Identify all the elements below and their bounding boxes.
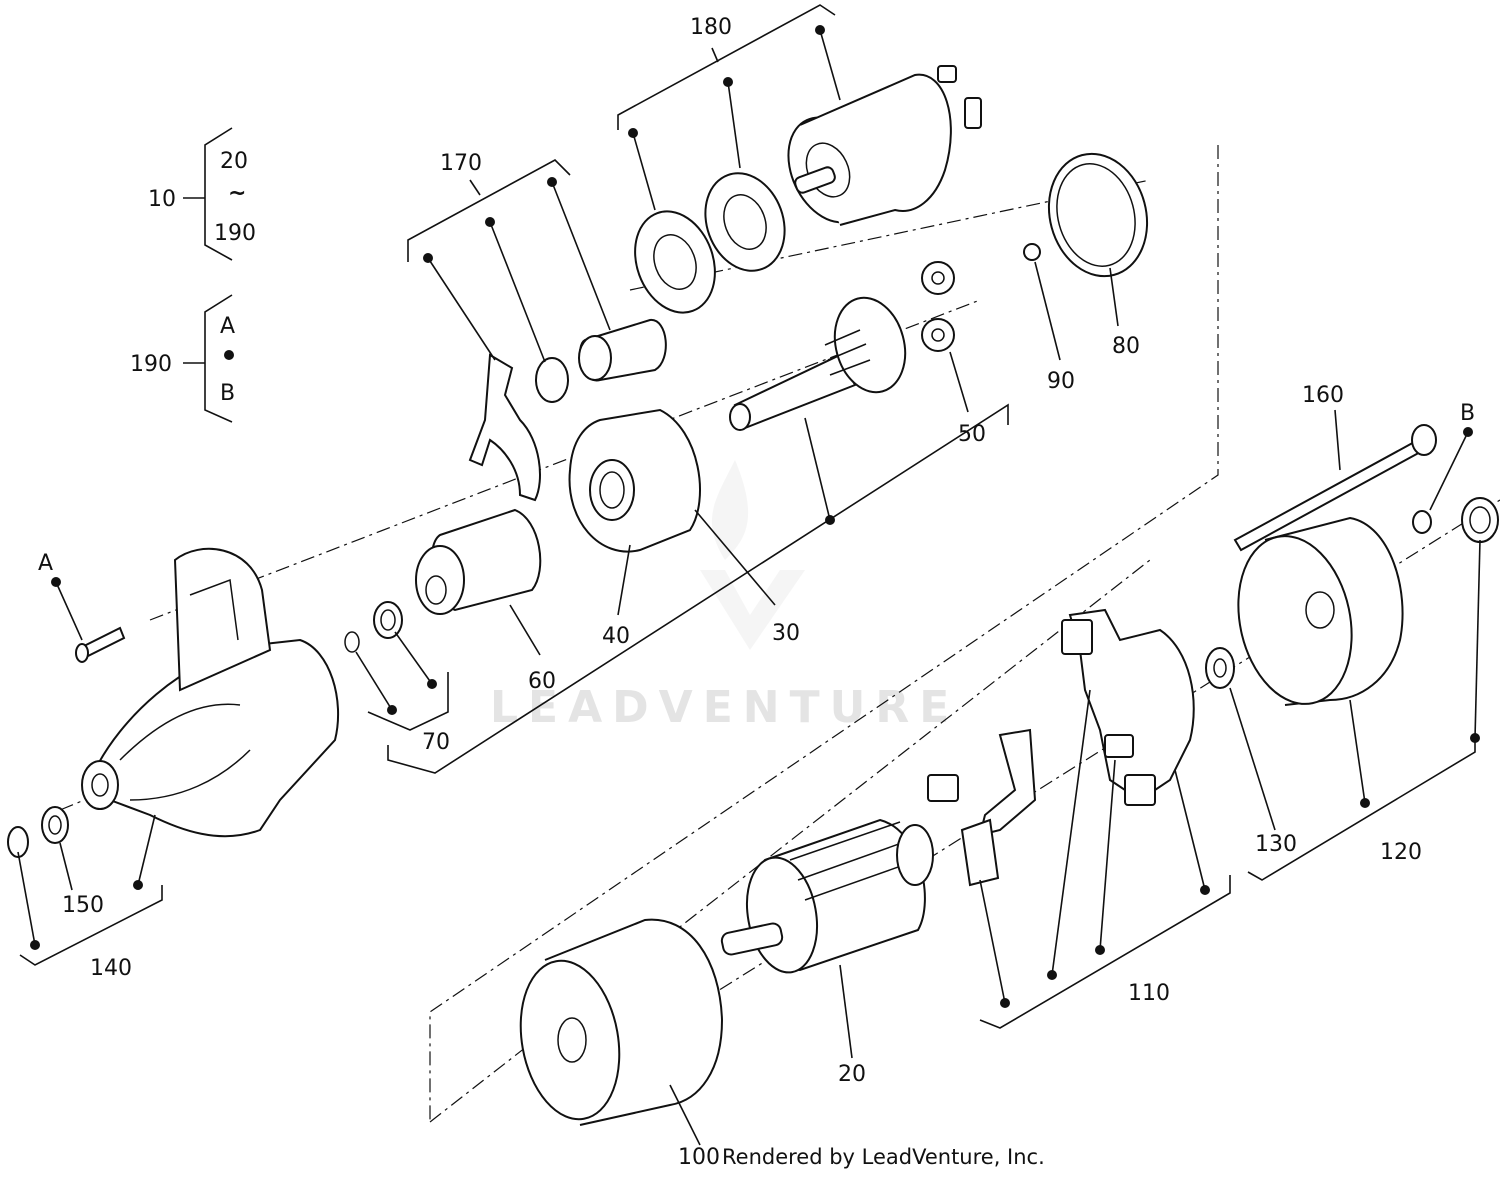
armature-part xyxy=(720,818,934,974)
end-cap-part xyxy=(1461,497,1499,543)
callout-labels: 10 20 ~ 190 190 A B 170 180 80 90 50 160… xyxy=(38,15,1475,1170)
render-credit: Rendered by LeadVenture, Inc. xyxy=(722,1145,1045,1169)
callout-ref-b: B xyxy=(220,381,235,406)
callout-180: 180 xyxy=(690,15,732,40)
callout-tilde: ~ xyxy=(228,181,246,206)
callout-100: 100 xyxy=(678,1145,720,1170)
callout-ref-a-screw: A xyxy=(38,551,53,576)
rear-cover-part xyxy=(1237,516,1404,706)
callout-80: 80 xyxy=(1112,334,1140,359)
steel-ball-part xyxy=(1023,243,1041,261)
callout-dots xyxy=(30,25,1480,1008)
callout-70: 70 xyxy=(422,730,450,755)
planetary-gears-part xyxy=(921,261,955,352)
callout-20-range: 20 xyxy=(220,149,248,174)
rear-bushing-part xyxy=(1205,647,1235,689)
front-housing-part xyxy=(81,547,339,838)
solenoid-gasket-plate xyxy=(704,172,786,272)
brush-holder-part xyxy=(1061,608,1195,806)
callout-190: 190 xyxy=(130,352,172,377)
center-bracket-part xyxy=(568,408,701,553)
washer-part xyxy=(535,357,569,403)
callout-30: 30 xyxy=(772,621,800,646)
through-bolt-part xyxy=(1233,424,1437,552)
brush-lead-part xyxy=(927,728,1037,887)
callout-130: 130 xyxy=(1255,832,1297,857)
shift-lever-part xyxy=(468,353,541,502)
internal-gear-ring-part xyxy=(1047,152,1149,278)
callout-20: 20 xyxy=(838,1062,866,1087)
yoke-assembly-part xyxy=(519,918,724,1126)
callout-120: 120 xyxy=(1380,840,1422,865)
watermark-text: LEADVENTURE xyxy=(490,682,959,733)
drive-shaft-part xyxy=(729,296,907,431)
callout-10: 10 xyxy=(148,187,176,212)
small-nut-part xyxy=(1412,510,1432,534)
snap-ring-part xyxy=(344,631,360,653)
callout-190-range: 190 xyxy=(214,221,256,246)
solenoid-switch-part xyxy=(787,65,982,226)
solenoid-mount-plate xyxy=(634,210,716,314)
callout-ref-b-bolt: B xyxy=(1460,401,1475,426)
callout-150: 150 xyxy=(62,893,104,918)
cap-part xyxy=(7,826,29,858)
leader-lines xyxy=(17,4,1481,1146)
callout-60: 60 xyxy=(528,669,556,694)
callout-90: 90 xyxy=(1047,369,1075,394)
callout-ref-a: A xyxy=(220,314,235,339)
screw-part xyxy=(75,626,126,663)
callout-140: 140 xyxy=(90,956,132,981)
plunger-part xyxy=(578,318,667,382)
callout-110: 110 xyxy=(1128,981,1170,1006)
callout-160: 160 xyxy=(1302,383,1344,408)
bushing-part xyxy=(41,806,69,844)
callout-40: 40 xyxy=(602,624,630,649)
stop-ring-part xyxy=(373,601,403,639)
leadventure-watermark-logo xyxy=(700,460,805,650)
callout-50: 50 xyxy=(958,422,986,447)
callout-170: 170 xyxy=(440,151,482,176)
overrunning-clutch-part xyxy=(415,508,542,615)
